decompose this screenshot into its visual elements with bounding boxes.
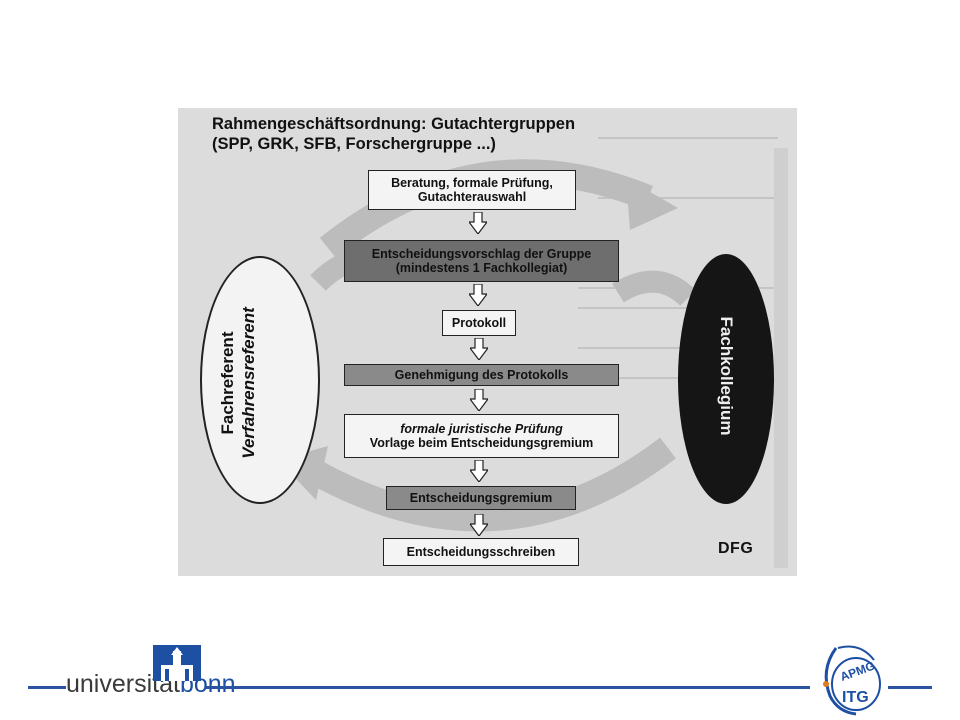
title-line-2: (SPP, GRK, SFB, Forschergruppe ...) (212, 135, 496, 153)
arrow-down-icon (470, 338, 488, 360)
fachreferent-line-2: Verfahrensreferent (239, 307, 258, 459)
step-beratung: Beratung, formale Prüfung, Gutachterausw… (368, 170, 576, 210)
university-logo-text: universitätbonn (66, 670, 236, 699)
footer-line-right (888, 686, 932, 689)
step-7-label: Entscheidungsschreiben (406, 545, 556, 559)
university-crest-icon (153, 645, 201, 681)
step-3-label: Protokoll (451, 316, 507, 330)
step-5-line-2: Vorlage beim Entscheidungsgremium (369, 436, 594, 450)
fachkollegium-ellipse (678, 254, 774, 504)
step-2-line-1: Entscheidungsvorschlag der Gruppe (371, 247, 592, 261)
arrow-down-icon (469, 212, 487, 234)
step-1-line-2: Gutachterauswahl (417, 190, 527, 204)
footer-line-middle (205, 686, 810, 689)
step-4-label: Genehmigung des Protokolls (394, 368, 569, 382)
dfg-logo: DFG (718, 540, 754, 557)
arrow-down-icon (469, 284, 487, 306)
title-line-1: Rahmengeschäftsordnung: Gutachtergruppen (212, 115, 576, 133)
step-genehmigung: Genehmigung des Protokolls (344, 364, 619, 386)
step-juristische-pruefung: formale juristische Prüfung Vorlage beim… (344, 414, 619, 458)
step-entscheidungsgremium: Entscheidungsgremium (386, 486, 576, 510)
step-entscheidungsschreiben: Entscheidungsschreiben (383, 538, 579, 566)
itg-label: ITG (842, 689, 869, 706)
fachreferent-label: Fachreferent Verfahrensreferent (217, 283, 259, 483)
step-5-line-1: formale juristische Prüfung (400, 422, 563, 436)
arrow-down-icon (470, 460, 488, 482)
arrow-down-icon (470, 389, 488, 411)
step-6-label: Entscheidungsgremium (409, 491, 553, 505)
fachreferent-line-1: Fachreferent (218, 331, 237, 435)
footer-line-left (28, 686, 66, 689)
step-protokoll: Protokoll (442, 310, 516, 336)
fachkollegium-label: Fachkollegium (717, 316, 736, 436)
step-1-line-1: Beratung, formale Prüfung, (391, 176, 553, 190)
diagram-scan: Rahmengeschäftsordnung: Gutachtergruppen… (178, 108, 797, 576)
step-entscheidungsvorschlag: Entscheidungsvorschlag der Gruppe (minde… (344, 240, 619, 282)
apmg-itg-logo-icon: APMG ITG (823, 645, 881, 716)
fachreferent-ellipse (200, 256, 320, 504)
page-title: Rahmengeschäftsordnung: Gutachtergruppen… (212, 114, 575, 154)
step-2-line-2: (mindestens 1 Fachkollegiat) (395, 261, 568, 275)
arrow-down-icon (470, 514, 488, 536)
